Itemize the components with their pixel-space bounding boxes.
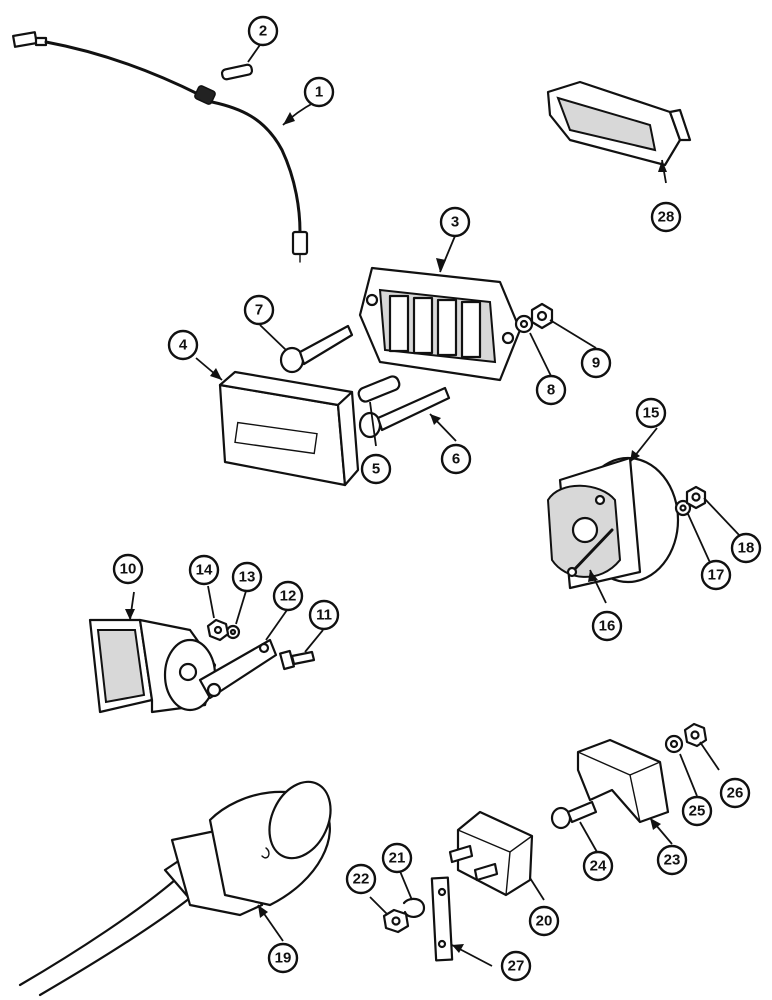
callout-label: 27 bbox=[508, 958, 525, 975]
part-wire-lead bbox=[12, 31, 309, 263]
part-horn bbox=[88, 618, 217, 714]
callout-label: 17 bbox=[708, 567, 725, 584]
callout-label: 6 bbox=[452, 451, 460, 468]
callout-label: 18 bbox=[738, 540, 755, 557]
callout-11: 11 bbox=[308, 599, 340, 631]
callout-28: 28 bbox=[650, 201, 682, 233]
callout-label: 12 bbox=[280, 588, 297, 605]
callout-label: 1 bbox=[315, 84, 323, 101]
callout-27: 27 bbox=[500, 950, 532, 982]
callout-25: 25 bbox=[681, 795, 713, 827]
callout-label: 9 bbox=[592, 355, 600, 372]
callout-7: 7 bbox=[243, 294, 275, 326]
part-fuse-block bbox=[358, 266, 522, 382]
callout-20: 20 bbox=[528, 905, 560, 937]
callout-17: 17 bbox=[700, 559, 732, 591]
callout-23: 23 bbox=[656, 844, 688, 876]
callout-1: 1 bbox=[303, 76, 335, 108]
callout-14: 14 bbox=[188, 554, 220, 586]
callout-5: 5 bbox=[360, 453, 392, 485]
callout-label: 5 bbox=[372, 461, 380, 478]
callout-label: 8 bbox=[547, 382, 555, 399]
callout-4: 4 bbox=[167, 329, 199, 361]
callout-18: 18 bbox=[730, 532, 762, 564]
callout-label: 10 bbox=[120, 561, 137, 578]
callout-label: 25 bbox=[689, 803, 706, 820]
part-nut-22 bbox=[382, 908, 410, 934]
callout-label: 15 bbox=[643, 405, 660, 422]
callout-26: 26 bbox=[719, 777, 751, 809]
callout-16: 16 bbox=[591, 610, 623, 642]
callout-22: 22 bbox=[345, 863, 377, 895]
part-screw-6 bbox=[358, 386, 451, 439]
callout-2: 2 bbox=[247, 15, 279, 47]
part-nut-14 bbox=[206, 618, 230, 642]
callout-label: 7 bbox=[255, 302, 263, 319]
part-washer-17 bbox=[674, 499, 692, 517]
callout-label: 22 bbox=[353, 871, 370, 888]
callout-label: 19 bbox=[275, 950, 292, 967]
leader-arrowheads bbox=[125, 112, 667, 953]
callout-label: 13 bbox=[239, 569, 256, 586]
part-lamp-lens bbox=[546, 80, 692, 167]
part-nut-26 bbox=[683, 722, 708, 748]
callout-3: 3 bbox=[439, 206, 471, 238]
callout-8: 8 bbox=[535, 374, 567, 406]
part-fuse-cover bbox=[218, 370, 360, 487]
part-washer-8 bbox=[514, 314, 534, 334]
part-fuse-small bbox=[220, 63, 254, 81]
callout-label: 4 bbox=[179, 337, 188, 354]
part-u-clip bbox=[576, 738, 670, 824]
part-washer-25 bbox=[664, 734, 684, 754]
callout-21: 21 bbox=[381, 842, 413, 874]
part-bolt-11 bbox=[278, 649, 316, 671]
part-link-strip bbox=[430, 876, 454, 962]
callout-label: 28 bbox=[658, 209, 675, 226]
part-bracket-12 bbox=[198, 638, 278, 700]
part-washer-13 bbox=[225, 624, 241, 640]
callout-label: 2 bbox=[259, 23, 267, 40]
callout-10: 10 bbox=[112, 553, 144, 585]
callout-19: 19 bbox=[267, 942, 299, 974]
callout-13: 13 bbox=[231, 561, 263, 593]
part-screw-24 bbox=[550, 800, 598, 830]
leader-lines bbox=[129, 41, 741, 967]
part-nut-18 bbox=[685, 485, 707, 510]
part-screw-7 bbox=[279, 324, 354, 374]
part-round-housing bbox=[546, 456, 680, 590]
callout-label: 3 bbox=[451, 214, 459, 231]
part-resistor-box bbox=[448, 810, 534, 897]
callout-label: 23 bbox=[664, 852, 681, 869]
callout-label: 26 bbox=[727, 785, 744, 802]
callout-12: 12 bbox=[272, 580, 304, 612]
callout-label: 11 bbox=[316, 607, 332, 624]
callout-9: 9 bbox=[580, 347, 612, 379]
part-socket-cable bbox=[18, 780, 332, 997]
callout-15: 15 bbox=[635, 397, 667, 429]
callout-label: 16 bbox=[599, 618, 616, 635]
callout-label: 21 bbox=[389, 850, 406, 867]
callout-6: 6 bbox=[440, 443, 472, 475]
callout-label: 14 bbox=[196, 562, 213, 579]
part-nut-9 bbox=[530, 302, 554, 330]
callout-label: 20 bbox=[536, 913, 553, 930]
callout-24: 24 bbox=[582, 850, 614, 882]
callout-label: 24 bbox=[590, 858, 607, 875]
part-fuse bbox=[357, 375, 401, 403]
part-stud-16 bbox=[566, 528, 614, 578]
